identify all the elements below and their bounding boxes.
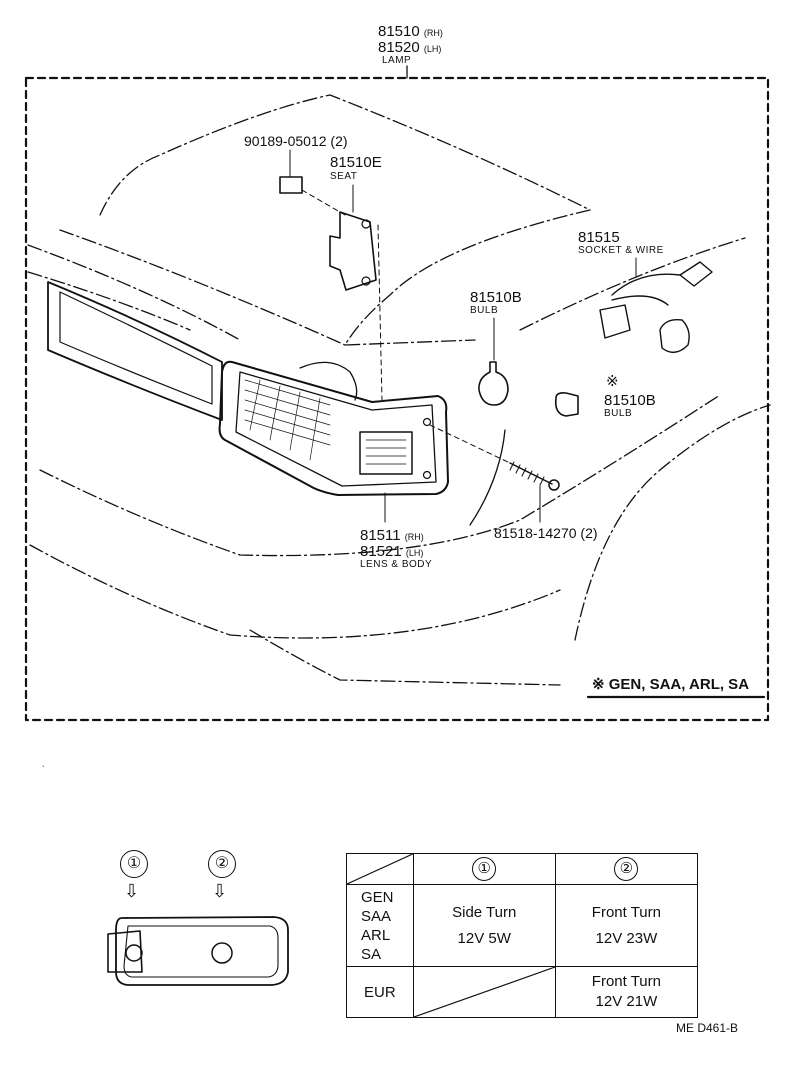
table-corner-cell xyxy=(346,853,414,885)
lens-grid xyxy=(244,379,331,461)
clip xyxy=(279,176,303,194)
stray-mark: ` xyxy=(42,765,45,774)
screw-axis xyxy=(429,424,511,464)
position-lens-icon xyxy=(115,916,289,986)
seat-label: SEAT xyxy=(330,171,358,182)
body-side-line xyxy=(519,237,746,331)
table-cell-side-turn: Side Turn 12V 5W xyxy=(412,884,556,967)
lens-bulb-dome xyxy=(299,361,358,401)
position-2-arrow: ⇩ xyxy=(212,881,228,901)
clip-axis xyxy=(301,189,346,216)
hood-outline xyxy=(99,94,591,346)
chassis-line xyxy=(249,629,561,686)
screw-part-number: 81518-14270 (2) xyxy=(494,525,598,541)
bulb-main xyxy=(478,361,509,406)
lens-reflector xyxy=(359,431,413,475)
table-header-position-2: ② xyxy=(554,853,699,885)
table-row-regions-cell: GEN SAA ARL SA xyxy=(346,884,414,967)
reference-code: ME D461-B xyxy=(676,1021,739,1035)
fender-line-upper xyxy=(59,229,346,346)
lens-reflector-hatch xyxy=(365,439,407,465)
lens-lh-part-number: 81521 (LH) xyxy=(360,543,424,560)
bumper-upper xyxy=(39,394,721,557)
marker-housing-inner xyxy=(59,291,213,405)
position-1-marker: ① xyxy=(120,850,148,878)
screw-thread xyxy=(509,461,545,486)
seat-part-number: 81510E xyxy=(330,154,382,171)
table-cell-front-turn: Front Turn 12V 23W xyxy=(554,884,699,967)
fender-line-2 xyxy=(27,271,191,331)
bulb-alt xyxy=(554,392,579,417)
position-1-socket xyxy=(107,930,143,973)
lamp-rh-part-number: 81510 (RH) xyxy=(378,23,443,40)
lens-rh-part-number: 81511 (RH) xyxy=(360,527,424,544)
position-2-bulb xyxy=(211,942,233,964)
lamp-lh-part-number: 81520 (LH) xyxy=(378,39,442,56)
position-2-marker: ② xyxy=(208,850,236,878)
lens-screw-hole-top xyxy=(422,417,432,427)
seat-hole-top xyxy=(361,219,371,229)
lamp-assembly-boundary xyxy=(24,76,770,722)
bulb-part-number: 81510B xyxy=(470,289,522,306)
position-1-arrow: ⇩ xyxy=(124,881,140,901)
alt-bulb-label: BULB xyxy=(604,408,633,419)
wheel-arch xyxy=(574,404,771,641)
clip-part-number: 90189-05012 (2) xyxy=(244,133,348,149)
alt-bulb-part-number: 81510B xyxy=(604,392,656,409)
table-cell-eur-not-applicable xyxy=(412,966,556,1018)
table-row-eur-region: EUR xyxy=(346,966,414,1018)
region-note: ※ GEN, SAA, ARL, SA xyxy=(592,676,750,693)
lamp-label: LAMP xyxy=(382,55,412,66)
screw-head xyxy=(548,479,560,491)
table-header-position-1: ① xyxy=(412,853,556,885)
lens-screw-hole-bottom xyxy=(422,470,432,480)
seat-hole-bottom xyxy=(361,276,371,286)
lens-body-rim xyxy=(235,371,437,487)
bulb-label: BULB xyxy=(470,305,499,316)
bumper-lower xyxy=(29,544,561,639)
socket-label: SOCKET & WIRE xyxy=(578,245,664,256)
socket-wire xyxy=(599,261,713,353)
alt-bulb-mark: ※ xyxy=(606,373,619,390)
table-cell-eur-front-turn: Front Turn 12V 21W xyxy=(554,966,699,1018)
position-lens-icon-inner xyxy=(123,925,279,978)
bulb-spec-table: ① ② GEN SAA ARL SA Side Turn 12V 5W Fron… xyxy=(346,853,699,1018)
seat-plate xyxy=(329,211,377,291)
fender-line-1 xyxy=(27,244,241,341)
seat-axis xyxy=(377,224,383,401)
socket-part-number: 81515 xyxy=(578,229,620,246)
marker-housing-outer xyxy=(47,281,223,421)
position-1-bulb xyxy=(125,944,143,962)
fender-curve xyxy=(469,429,506,526)
lens-body-outline xyxy=(218,360,449,496)
lens-label: LENS & BODY xyxy=(360,559,433,570)
